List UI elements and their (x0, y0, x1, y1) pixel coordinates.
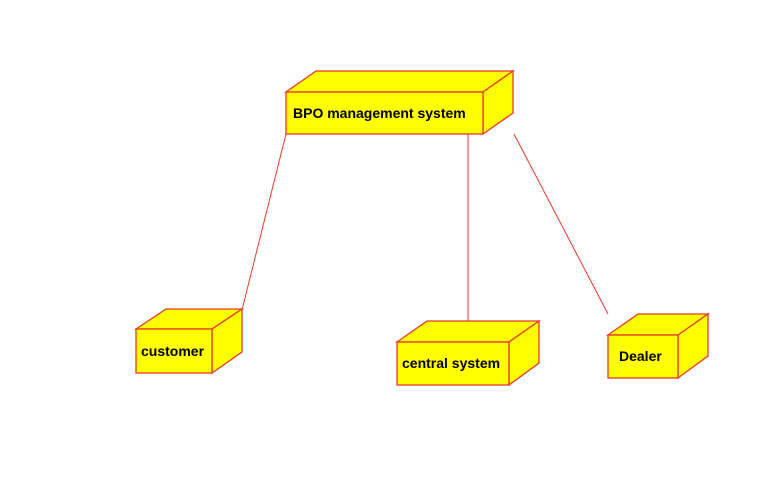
node-central-system[interactable]: central system (394, 319, 542, 387)
node-label: BPO management system (293, 105, 466, 121)
node-front-face (285, 91, 484, 135)
node-customer[interactable]: customer (133, 307, 245, 375)
connector-bpo-dealer (513, 133, 609, 315)
node-dealer[interactable]: Dealer (605, 312, 711, 380)
node-front-face (607, 334, 679, 379)
connector-bpo-customer (241, 133, 287, 311)
node-bpo-management-system[interactable]: BPO management system (283, 69, 516, 136)
node-label: customer (141, 343, 205, 359)
node-front-face (135, 328, 213, 374)
node-front-face (396, 341, 510, 386)
node-label: Dealer (619, 348, 662, 364)
node-top-face (283, 70, 516, 93)
node-label: central system (402, 355, 500, 371)
